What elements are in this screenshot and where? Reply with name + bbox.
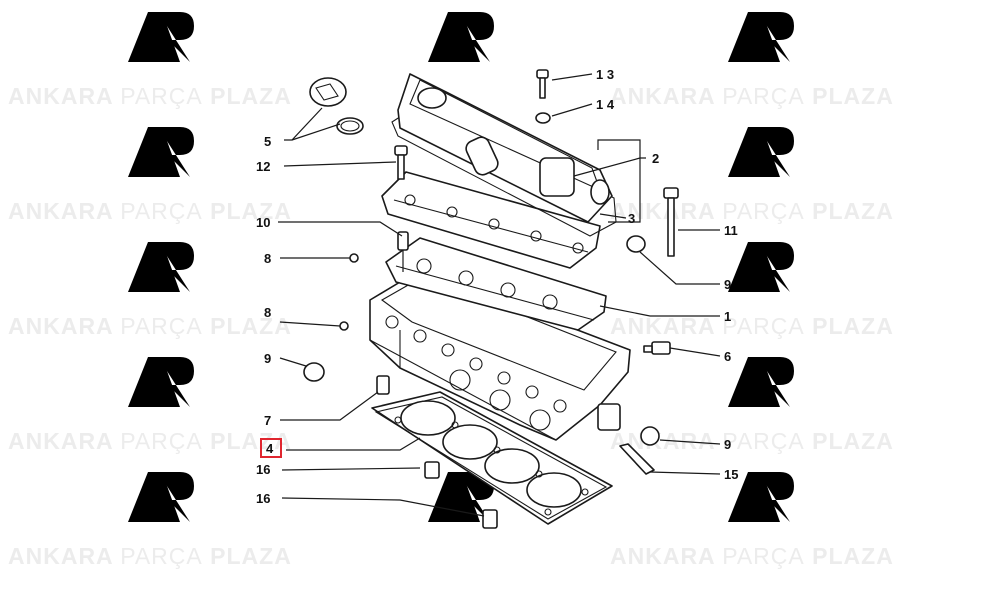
upper-frame <box>381 171 601 269</box>
label-5: 5 <box>264 134 271 149</box>
watermark-row-1: ANKARA PARÇA PLAZA <box>8 83 292 109</box>
svg-text:ANKARA PARÇA PLAZA: ANKARA PARÇA PLAZA <box>610 198 894 224</box>
label-3: 3 <box>628 211 635 226</box>
dowel-7 <box>376 375 390 395</box>
label-6: 6 <box>724 349 731 364</box>
svg-text:ANKARA PARÇA PLAZA: ANKARA PARÇA PLAZA <box>8 543 292 569</box>
label-16-bottom: 16 <box>256 491 270 506</box>
svg-text:ANKARA PARÇA PLAZA: ANKARA PARÇA PLAZA <box>610 543 894 569</box>
label-16-top: 16 <box>256 462 270 477</box>
ball-8-top <box>349 253 359 263</box>
plug-9-right-bottom <box>640 426 660 446</box>
leader-lines <box>278 73 721 517</box>
label-14: 1 4 <box>596 97 615 112</box>
fitting-6 <box>643 341 671 355</box>
callout-labels: 5 12 10 8 8 9 7 4 16 16 1 3 1 4 2 3 11 9… <box>256 67 738 506</box>
label-8-bottom: 8 <box>264 305 271 320</box>
label-11: 11 <box>724 223 738 238</box>
label-9-right-bottom: 9 <box>724 437 731 452</box>
camshaft-carrier <box>385 237 607 331</box>
label-8-top: 8 <box>264 251 271 266</box>
label-2: 2 <box>652 151 659 166</box>
label-4: 4 <box>266 441 274 456</box>
stud-15 <box>619 443 655 475</box>
label-13: 1 3 <box>596 67 614 82</box>
label-9-right-top: 9 <box>724 277 731 292</box>
washer-14 <box>535 112 551 124</box>
ball-8-bottom <box>339 321 349 331</box>
watermark-text-rows: ANKARA PARÇA PLAZA ANKARA PARÇA PLAZA AN… <box>8 83 894 569</box>
svg-text:ANKARA PARÇA PLAZA: ANKARA PARÇA PLAZA <box>610 83 894 109</box>
bolt-13 <box>536 69 549 99</box>
svg-text:ANKARA PARÇA PLAZA: ANKARA PARÇA PLAZA <box>8 313 292 339</box>
label-1: 1 <box>724 309 731 324</box>
bolt-12 <box>394 145 408 180</box>
sleeve-10 <box>397 231 409 272</box>
svg-text:ANKARA PARÇA PLAZA: ANKARA PARÇA PLAZA <box>8 428 292 454</box>
cylinder-head <box>369 269 631 441</box>
head-bolt-11 <box>663 187 679 257</box>
highlight-box-part-4 <box>260 438 282 458</box>
dowel-16-bottom <box>482 509 498 529</box>
label-7: 7 <box>264 413 271 428</box>
label-10: 10 <box>256 215 270 230</box>
label-9-left: 9 <box>264 351 271 366</box>
valve-cover <box>397 73 613 223</box>
plug-9-left <box>303 362 325 382</box>
svg-text:ANKARA PARÇA PLAZA: ANKARA PARÇA PLAZA <box>610 313 894 339</box>
cylinder-head-gasket <box>371 391 613 525</box>
dowel-16-top <box>424 461 440 479</box>
label-15: 15 <box>724 467 738 482</box>
oil-filler-cap <box>309 77 364 135</box>
label-12: 12 <box>256 159 270 174</box>
svg-text:ANKARA PARÇA PLAZA: ANKARA PARÇA PLAZA <box>8 198 292 224</box>
plug-9-right-top <box>626 235 646 253</box>
